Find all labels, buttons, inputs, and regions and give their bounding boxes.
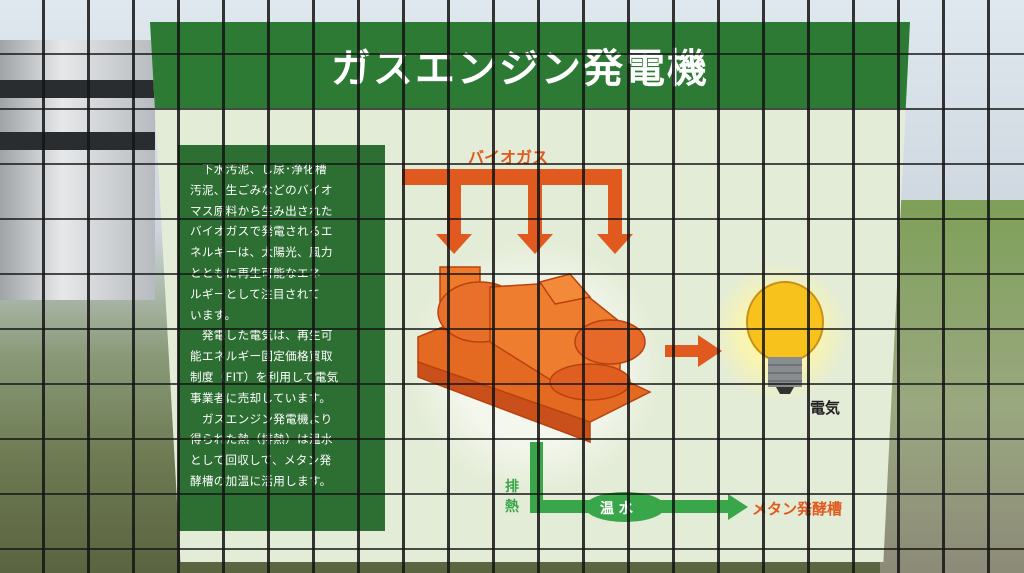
light-bulb-icon — [746, 281, 824, 394]
gas-engine-icon — [417, 266, 652, 444]
grass-area — [880, 200, 1024, 573]
tank-band — [0, 132, 155, 150]
storage-tank — [0, 40, 155, 300]
methane-tank-label: メタン発酵槽 — [752, 500, 843, 518]
diagram — [402, 169, 824, 522]
electricity-label: 電気 — [810, 399, 841, 417]
exhaust-heat-label: 排熱 — [505, 479, 519, 515]
hot-water-label: 温 水 — [600, 501, 633, 517]
info-sign: ガスエンジン発電機 下水汚泥、し尿･浄化槽 汚泥、生ごみなどのバイオ マス原料か… — [150, 22, 910, 562]
biogas-arrows-icon — [402, 169, 633, 254]
arrow-right-icon — [665, 335, 722, 367]
biogas-label: バイオガス — [468, 148, 549, 167]
hot-water-arrow-icon — [530, 442, 748, 522]
tank-band — [0, 80, 155, 98]
